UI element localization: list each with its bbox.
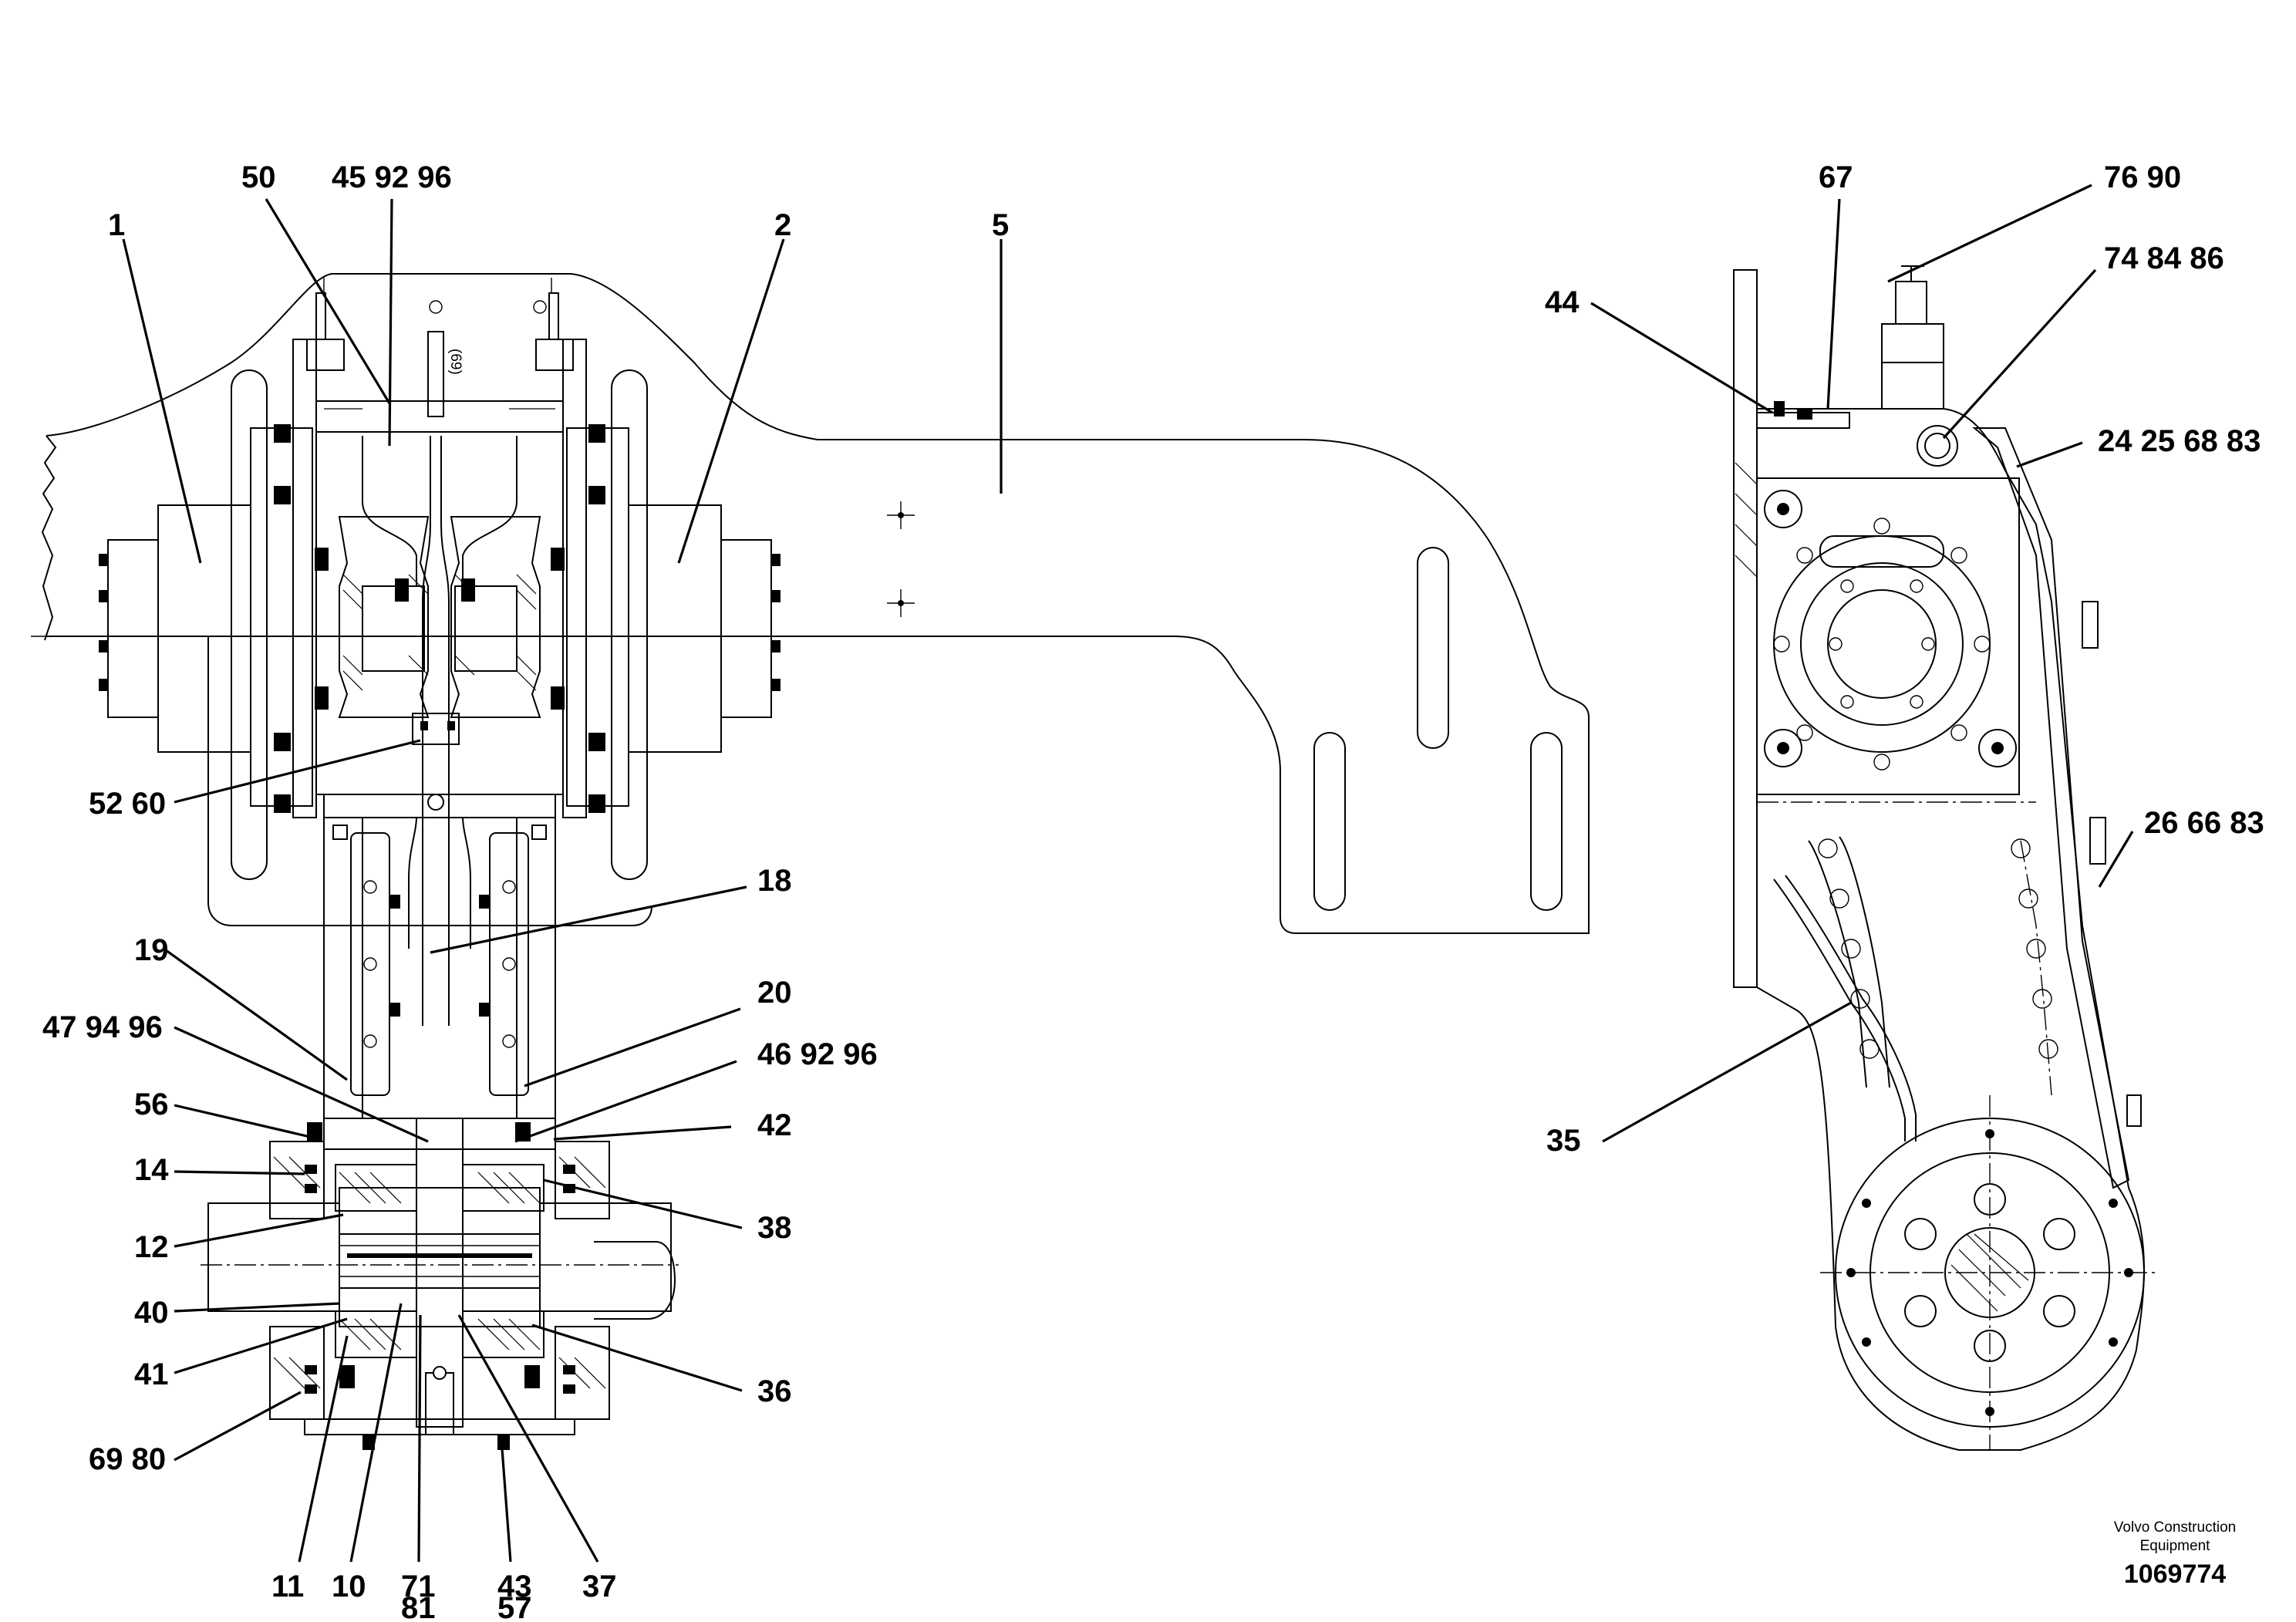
left-assembly: (69) [99,278,781,1450]
callout-10: 10 [332,1570,366,1603]
side-view [1733,265,2159,1451]
callout-43: 43 [497,1570,532,1603]
frame-outline [31,273,1590,934]
callout-67: 67 [1819,160,1853,194]
sprocket-left [338,516,430,718]
callout-20: 20 [757,976,792,1010]
callout-labels: 1 2 5 50 45 92 96 52 60 18 19 20 47 94 9… [42,160,2264,1622]
callout-2: 2 [774,208,791,242]
bearing-upper [335,1164,544,1212]
callout-45-92-96: 45 92 96 [332,160,452,194]
callout-1: 1 [108,208,125,242]
callout-19: 19 [134,933,169,967]
company-name-line2: Equipment [2140,1538,2211,1554]
callout-57: 57 [497,1591,532,1622]
callout-71: 71 [401,1570,436,1603]
callout-46-92-96: 46 92 96 [757,1037,878,1071]
callout-37: 37 [582,1570,617,1603]
callout-11: 11 [271,1570,304,1603]
callout-26-66-83: 26 66 83 [2144,806,2264,840]
chain-left [350,832,400,1096]
company-name-line1: Volvo Construction [2114,1519,2236,1536]
callout-18: 18 [757,864,792,898]
side-chain [1773,836,2058,1141]
callout-47-94-96: 47 94 96 [42,1010,163,1044]
callout-38: 38 [757,1211,792,1245]
callout-36: 36 [757,1374,792,1408]
drawing-number: 1069774 [2124,1560,2226,1589]
callout-12: 12 [134,1230,169,1264]
callout-14: 14 [134,1153,169,1187]
bearing-lower [335,1310,544,1358]
chain-right [479,832,529,1096]
footer: Volvo Construction Equipment 1069774 [2114,1519,2236,1589]
callout-5: 5 [992,208,1009,242]
callout-69-80: 69 80 [89,1442,166,1476]
callout-76-90: 76 90 [2104,160,2181,194]
callout-52-60: 52 60 [89,787,166,821]
sprocket-right [450,516,541,718]
callout-42: 42 [757,1108,792,1142]
callout-44: 44 [1545,285,1580,319]
small-ref-label: (69) [447,349,464,375]
callout-40: 40 [134,1296,169,1330]
callout-56: 56 [134,1088,169,1121]
callout-50: 50 [241,160,276,194]
leader-lines [122,184,2134,1563]
callout-41: 41 [134,1357,169,1391]
callout-74-84-86: 74 84 86 [2104,241,2224,275]
callout-81: 81 [401,1591,436,1622]
callout-24-25-68-83: 24 25 68 83 [2098,424,2261,458]
callout-35: 35 [1546,1124,1581,1158]
